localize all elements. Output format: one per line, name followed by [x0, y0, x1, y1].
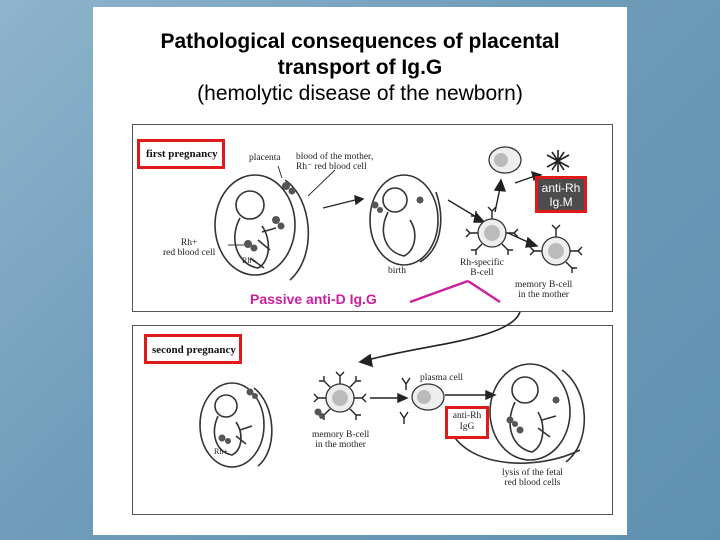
rh-plus-line-1: Rh+	[180, 238, 198, 248]
memory-2-line-2: in the mother	[315, 440, 366, 450]
memory-b-cell-1-label: memory B-cell in the mother	[515, 280, 572, 300]
rh-plus-line-2: red blood cell	[163, 248, 216, 258]
plasma-cell-top-icon	[488, 146, 522, 174]
passive-anti-d-label: Passive anti-D Ig.G	[250, 291, 377, 307]
igg-line-1: anti-Rh	[452, 411, 482, 421]
blood-mother-line-1: blood of the mother,	[296, 152, 374, 162]
blood-of-mother-label: blood of the mother, Rh⁻ red blood cell	[296, 152, 373, 172]
memory-1-line-1: memory B-cell	[515, 280, 573, 290]
passive-connector	[409, 279, 501, 304]
anti-rh-igm-box: anti-Rh Ig.M	[535, 176, 587, 213]
lysis-label: lysis of the fetal red blood cells	[502, 468, 563, 488]
second-pregnancy-panel	[132, 325, 613, 515]
rbc-cluster-1-icon	[244, 182, 296, 252]
b-cell-line-2: B-cell	[470, 268, 494, 278]
second-pregnancy-highlight	[144, 334, 242, 364]
second-pregnancy-tag: second pregnancy	[152, 344, 236, 356]
rbc-cluster-4-icon	[314, 408, 325, 419]
rh-plus-small-label: Rh+	[242, 256, 256, 265]
memory-b-cell-2-label: memory B-cell in the mother	[312, 430, 369, 450]
rbc-cluster-2-icon	[371, 196, 424, 213]
blood-pointer	[307, 169, 336, 197]
flow-arrows-2	[370, 389, 497, 404]
rbc-cluster-5-icon	[506, 396, 560, 434]
b-cell-line-1: Rh-specific	[460, 258, 504, 268]
lysis-line-1: lysis of the fetal	[502, 468, 563, 478]
slide-title: Pathological consequences of placental t…	[93, 29, 627, 107]
igm-line-1: anti-Rh	[541, 181, 581, 195]
memory-b-cell-1-icon	[529, 224, 583, 273]
first-pregnancy-tag: first pregnancy	[146, 148, 218, 160]
lysis-line-2: red blood cells	[504, 478, 561, 488]
title-line-2: transport of Ig.G	[277, 56, 443, 79]
rh-plus-rbc-label: Rh+ red blood cell	[163, 238, 215, 258]
anti-rh-igg-box: anti-Rh IgG	[445, 406, 489, 439]
fetus-uterus-2-icon	[199, 382, 273, 468]
flow-arrows-1	[322, 170, 543, 248]
memory-1-line-2: in the mother	[518, 290, 569, 300]
first-pregnancy-highlight	[137, 139, 225, 169]
rh-specific-b-cell-label: Rh-specific B-cell	[460, 258, 504, 278]
memory-2-line-1: memory B-cell	[312, 430, 370, 440]
birth-label: birth	[388, 266, 406, 276]
rh-specific-b-cell-icon	[465, 206, 519, 255]
rh-plus-small-label-2: Rh+	[214, 447, 228, 456]
birth-fetus-icon	[369, 174, 442, 266]
plasma-cell-label: plasma cell	[420, 373, 463, 383]
blood-mother-line-2: Rh⁻ red blood cell	[296, 162, 367, 172]
igm-pentamer-icon	[546, 150, 570, 172]
fetus-uterus-1-icon	[214, 174, 310, 281]
rbc-cluster-3-icon	[218, 388, 258, 444]
free-antibodies-icon	[399, 377, 411, 424]
first-pregnancy-panel	[132, 124, 613, 312]
plasma-cell-2-icon	[411, 383, 445, 411]
transition-arrow	[358, 311, 521, 368]
title-line-1: Pathological consequences of placental	[160, 30, 560, 53]
memory-b-cell-2-icon	[313, 371, 367, 420]
title-line-3: (hemolytic disease of the newborn)	[197, 82, 523, 105]
placenta-label: placenta	[249, 153, 281, 163]
igg-line-2: IgG	[459, 422, 475, 432]
igm-line-2: Ig.M	[549, 195, 573, 209]
placenta-pointer	[277, 165, 283, 179]
